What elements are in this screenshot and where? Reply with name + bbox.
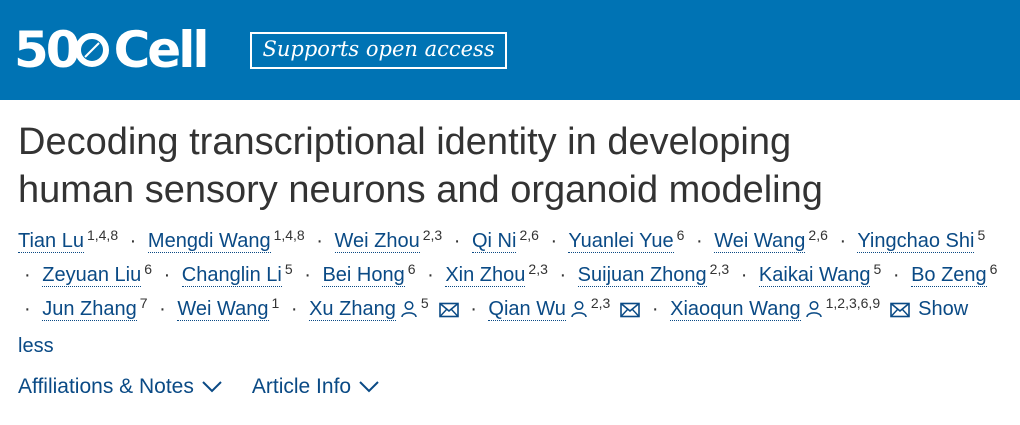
- affiliation-superscript: 1,4,8: [273, 227, 305, 243]
- affiliation-superscript: 6: [989, 261, 998, 277]
- site-header: 50 Cell Supports open access: [0, 0, 1020, 100]
- author-separator: ·: [24, 264, 31, 286]
- author-separator: ·: [163, 264, 171, 286]
- envelope-icon[interactable]: [620, 295, 641, 329]
- author-name-link[interactable]: Qi Ni: [472, 230, 517, 253]
- affiliation-superscript: 5: [420, 295, 429, 311]
- author-name-link[interactable]: Wei Wang: [714, 230, 806, 253]
- chevron-down-icon: [359, 381, 379, 393]
- affiliation-superscript: 2,6: [808, 227, 828, 243]
- open-access-badge[interactable]: Supports open access: [250, 31, 507, 69]
- affiliation-superscript: 5: [977, 227, 986, 243]
- author-name-link[interactable]: Qian Wu: [488, 298, 566, 321]
- author-name-link[interactable]: Xiaoqun Wang: [670, 298, 801, 321]
- show-less-link[interactable]: Show less: [18, 298, 969, 357]
- author-name-link[interactable]: Yingchao Shi: [857, 230, 975, 253]
- affiliation-superscript: 1: [271, 295, 280, 311]
- affiliation-superscript: 2,6: [519, 227, 539, 243]
- author-separator: ·: [453, 230, 461, 252]
- author-separator: ·: [316, 230, 323, 252]
- logo-word: Cell: [113, 21, 210, 79]
- person-icon: [805, 295, 823, 329]
- author-name-link[interactable]: Tian Lu: [18, 230, 84, 253]
- title-line-2: human sensory neurons and organoid model…: [18, 169, 823, 211]
- author-separator: ·: [559, 264, 567, 286]
- affiliation-superscript: 2,3: [709, 261, 730, 277]
- chevron-down-icon: [202, 381, 222, 393]
- author-name-link[interactable]: Bei Hong: [322, 264, 405, 287]
- envelope-icon[interactable]: [438, 295, 459, 329]
- article-info-toggle[interactable]: Article Info: [252, 375, 379, 399]
- title-line-1: Decoding transcriptional identity in dev…: [18, 121, 792, 163]
- article-info-label: Article Info: [251, 375, 352, 398]
- author-name-link[interactable]: Yuanlei Yue: [568, 230, 674, 253]
- person-icon: [570, 295, 588, 329]
- affiliations-toggle[interactable]: Affiliations & Notes: [18, 375, 222, 399]
- article-meta-row: Affiliations & Notes Article Info: [18, 375, 1020, 399]
- affiliation-superscript: 2,3: [422, 227, 443, 243]
- author-name-link[interactable]: Jun Zhang: [42, 298, 137, 321]
- affiliation-superscript: 2,3: [528, 261, 548, 277]
- affiliation-superscript: 5: [284, 261, 293, 277]
- author-separator: ·: [696, 230, 703, 252]
- envelope-icon[interactable]: [890, 295, 910, 329]
- author-name-link[interactable]: Mengdi Wang: [147, 230, 271, 253]
- logo-ring-icon: [74, 33, 109, 67]
- author-separator: ·: [159, 298, 166, 320]
- affiliation-superscript: 1,2,3,6,9: [825, 295, 881, 311]
- affiliation-superscript: 6: [144, 261, 152, 277]
- author-item: Xiaoqun Wang 1,2,3,6,9: [670, 295, 910, 321]
- author-separator: ·: [290, 298, 298, 320]
- affiliation-superscript: 6: [407, 261, 416, 277]
- affiliation-superscript: 2,3: [590, 295, 611, 311]
- author-name-link[interactable]: Changlin Li: [181, 264, 282, 287]
- author-name-link[interactable]: Bo Zeng: [911, 264, 987, 287]
- author-separator: ·: [304, 264, 311, 286]
- author-name-link[interactable]: Kaikai Wang: [758, 264, 871, 287]
- author-item: Qian Wu 2,3: [488, 295, 641, 321]
- affiliations-label: Affiliations & Notes: [18, 375, 194, 398]
- author-name-link[interactable]: Wei Wang: [177, 298, 269, 321]
- affiliation-superscript: 6: [676, 227, 685, 243]
- author-item: Xu Zhang 5: [309, 295, 459, 321]
- author-separator: ·: [427, 264, 434, 286]
- author-separator: ·: [892, 264, 900, 286]
- author-name-link[interactable]: Xu Zhang: [309, 298, 396, 321]
- author-name-link[interactable]: Xin Zhou: [445, 264, 526, 287]
- author-name-link[interactable]: Suijuan Zhong: [577, 264, 707, 287]
- author-name-link[interactable]: Wei Zhou: [334, 230, 420, 253]
- journal-logo[interactable]: 50 Cell: [14, 21, 210, 79]
- affiliation-superscript: 7: [139, 295, 148, 311]
- author-separator: ·: [470, 298, 477, 320]
- author-separator: ·: [550, 230, 558, 252]
- author-separator: ·: [129, 230, 137, 252]
- person-icon: [400, 295, 418, 329]
- author-separator: ·: [24, 298, 31, 320]
- author-separator: ·: [740, 264, 748, 286]
- author-name-link[interactable]: Zeyuan Liu: [42, 264, 142, 287]
- author-separator: ·: [651, 298, 659, 320]
- logo-number: 50: [14, 21, 81, 79]
- author-separator: ·: [839, 230, 847, 252]
- affiliation-superscript: 1,4,8: [86, 227, 119, 243]
- article-title: Decoding transcriptional identity in dev…: [18, 118, 1008, 214]
- affiliation-superscript: 5: [873, 261, 882, 277]
